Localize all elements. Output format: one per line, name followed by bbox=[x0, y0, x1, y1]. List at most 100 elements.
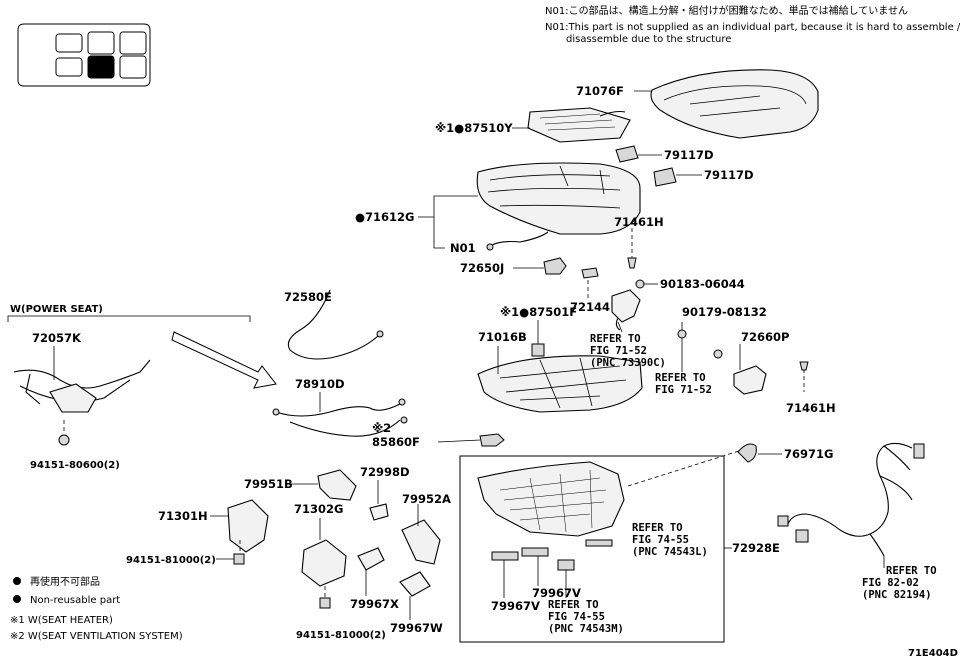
label-72928E: 72928E bbox=[732, 541, 780, 555]
legend: 再使用不可部品 Non-reusable part ※1 W(SEAT HEAT… bbox=[10, 575, 183, 642]
power-seat-bracket bbox=[7, 315, 251, 322]
part-79967W bbox=[399, 571, 431, 597]
label-85860F-note: ※2 bbox=[372, 421, 391, 435]
refer-74-55-74543L: REFER TO FIG 74-55 (PNC 74543L) bbox=[632, 522, 708, 558]
refer-71-52-73390C: REFER TO FIG 71-52 (PNC 73390C) bbox=[590, 333, 666, 369]
label-87510Y: ※1●87510Y bbox=[435, 121, 513, 135]
svg-text:FIG 74-55: FIG 74-55 bbox=[548, 611, 605, 623]
part-71461H-upper bbox=[627, 257, 637, 269]
svg-text:(PNC 73390C): (PNC 73390C) bbox=[590, 357, 666, 369]
seat-track-bracket bbox=[611, 289, 641, 323]
label-72650J: 72650J bbox=[460, 261, 504, 275]
harness-72057K bbox=[13, 359, 151, 413]
part-90183-06044 bbox=[635, 279, 645, 289]
label-76971G: 76971G bbox=[784, 447, 833, 461]
svg-text:(PNC 74543L): (PNC 74543L) bbox=[632, 546, 708, 558]
label-79951B: 79951B bbox=[244, 477, 293, 491]
part-72144 bbox=[581, 267, 599, 279]
part-94151-81000-bottom bbox=[319, 597, 331, 609]
label-94151-80600: 94151-80600(2) bbox=[30, 460, 120, 471]
label-79117D-lower: 79117D bbox=[704, 168, 754, 182]
part-79951B bbox=[317, 469, 357, 501]
label-72057K: 72057K bbox=[32, 331, 82, 345]
pad-79967V-left bbox=[491, 551, 519, 561]
part-90179-08132 bbox=[677, 329, 687, 339]
pad-79117D-lower bbox=[653, 167, 677, 187]
refer-71-52: REFER TO FIG 71-52 bbox=[655, 372, 712, 396]
svg-text:FIG 74-55: FIG 74-55 bbox=[632, 534, 689, 546]
svg-text:REFER TO: REFER TO bbox=[886, 565, 937, 577]
label-72660P: 72660P bbox=[741, 330, 789, 344]
figure-id: 71E404D bbox=[908, 648, 958, 659]
label-79952A: 79952A bbox=[402, 492, 451, 506]
seat-location-key bbox=[17, 23, 151, 87]
svg-text:REFER TO: REFER TO bbox=[548, 599, 599, 611]
seat-cushion-pad bbox=[476, 162, 641, 235]
direction-arrow bbox=[171, 331, 277, 389]
part-71461H-lower bbox=[799, 361, 809, 371]
refer-74-55-74543M: REFER TO FIG 74-55 (PNC 74543M) bbox=[548, 599, 624, 635]
note-n01-jp: N01:この部品は、構造上分解・組付けが困難なため、単品では補給していません bbox=[545, 4, 908, 17]
part-79967X bbox=[357, 547, 385, 571]
label-72580E: 72580E bbox=[284, 290, 332, 304]
part-71301H bbox=[227, 499, 269, 553]
part-79952A bbox=[401, 519, 441, 565]
legend-nonreuse-jp: 再使用不可部品 bbox=[30, 575, 100, 588]
part-94151-80600 bbox=[58, 434, 70, 446]
label-71612G: ●71612G bbox=[355, 210, 414, 224]
label-85860F: 85860F bbox=[372, 435, 420, 449]
label-79967V-upper: 79967V bbox=[532, 586, 581, 600]
label-87501F: ※1●87501F bbox=[500, 305, 577, 319]
label-78910D: 78910D bbox=[295, 377, 345, 391]
label-94151-81000-bottom: 94151-81000(2) bbox=[296, 630, 386, 641]
label-79117D-upper: 79117D bbox=[664, 148, 714, 162]
pad-74543M bbox=[557, 559, 575, 571]
label-71302G: 71302G bbox=[294, 502, 343, 516]
legend-note2: ※2 W(SEAT VENTILATION SYSTEM) bbox=[10, 631, 183, 642]
part-71302G bbox=[301, 539, 347, 587]
svg-text:REFER TO: REFER TO bbox=[632, 522, 683, 534]
part-87501F bbox=[531, 343, 545, 357]
label-90179-08132: 90179-08132 bbox=[682, 305, 767, 319]
svg-text:FIG 71-52: FIG 71-52 bbox=[655, 384, 712, 396]
part-72650J bbox=[543, 257, 567, 275]
svg-text:FIG 71-52: FIG 71-52 bbox=[590, 345, 647, 357]
svg-text:(PNC 82194): (PNC 82194) bbox=[862, 589, 932, 601]
lower-box-72928E bbox=[459, 455, 725, 643]
label-94151-81000-left: 94151-81000(2) bbox=[126, 555, 216, 566]
note-n01-en-line2: disassemble due to the structure bbox=[566, 34, 731, 45]
legend-nonreuse-en: Non-reusable part bbox=[30, 595, 120, 606]
part-72998D bbox=[369, 503, 389, 521]
label-79967W: 79967W bbox=[390, 621, 443, 635]
label-71076F: 71076F bbox=[576, 84, 624, 98]
harness-82194 bbox=[777, 442, 925, 557]
svg-text:FIG 82-02: FIG 82-02 bbox=[862, 577, 919, 589]
label-71461H-upper: 71461H bbox=[614, 215, 664, 229]
part-76971G bbox=[737, 443, 757, 463]
svg-text:REFER TO: REFER TO bbox=[655, 372, 706, 384]
part-72660P bbox=[733, 365, 767, 395]
wire-78910D bbox=[275, 403, 401, 417]
label-79967V-lower: 79967V bbox=[491, 599, 540, 613]
pad-79967V-right bbox=[521, 547, 549, 557]
refer-82-02-82194: REFER TO FIG 82-02 (PNC 82194) bbox=[862, 565, 937, 601]
label-71016B: 71016B bbox=[478, 330, 527, 344]
part-94151-81000-left bbox=[233, 553, 245, 565]
seat-cushion-cover bbox=[650, 69, 819, 139]
n01-connector bbox=[486, 243, 494, 251]
label-power-seat: W(POWER SEAT) bbox=[10, 304, 103, 315]
pad-74543L bbox=[585, 539, 613, 547]
part-85860F bbox=[479, 433, 505, 447]
seat-cushion-frame bbox=[477, 355, 643, 413]
label-71301H: 71301H bbox=[158, 509, 208, 523]
seat-heater-pad bbox=[527, 107, 631, 143]
n01-wire bbox=[489, 231, 549, 247]
label-90183-06044: 90183-06044 bbox=[660, 277, 745, 291]
seat-undercover bbox=[477, 461, 625, 537]
legend-note1: ※1 W(SEAT HEATER) bbox=[10, 615, 113, 626]
label-71461H-lower: 71461H bbox=[786, 401, 836, 415]
wire-72580E bbox=[287, 289, 379, 360]
label-72998D: 72998D bbox=[360, 465, 410, 479]
washer-72660P bbox=[713, 349, 723, 359]
